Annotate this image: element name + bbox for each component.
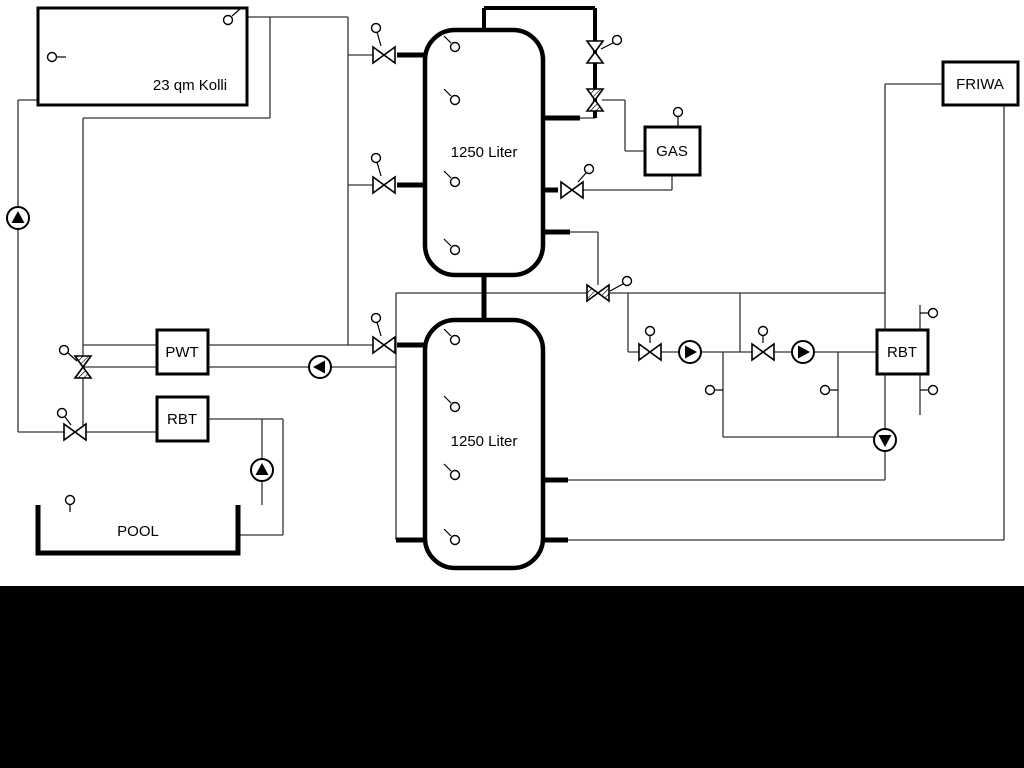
solar-collector-label: 23 qm Kolli <box>153 77 227 94</box>
buffer-tank-2-label: 1250 Liter <box>451 433 518 450</box>
three-way-valve-icon <box>73 355 93 379</box>
valve-icon <box>638 342 662 362</box>
pwt-label: PWT <box>165 344 198 361</box>
pool-label: POOL <box>117 523 159 540</box>
pump-icon <box>308 355 332 379</box>
valve-icon <box>372 175 396 195</box>
rbt-left-label: RBT <box>167 411 197 428</box>
rbt-right: RBT <box>875 328 930 376</box>
pwt-heat-exchanger: PWT <box>155 328 210 376</box>
pump-icon <box>678 340 702 364</box>
gas-boiler: GAS <box>643 125 702 177</box>
rbt-left: RBT <box>155 395 210 443</box>
friwa-outline <box>941 60 1020 107</box>
sensor-icons <box>46 8 939 546</box>
rbt-left-outline <box>155 395 210 443</box>
valve-icon <box>751 342 775 362</box>
buffer-tank-2: 1250 Liter <box>422 317 546 571</box>
valve-icon <box>585 40 605 64</box>
buffer-tank-1-outline <box>422 27 546 278</box>
valve-icon <box>560 180 584 200</box>
buffer-tank-1-label: 1250 Liter <box>451 144 518 161</box>
pool: POOL <box>35 505 241 556</box>
bottom-black-band <box>0 586 1024 768</box>
friwa-station: FRIWA <box>941 60 1020 107</box>
rbt-right-outline <box>875 328 930 376</box>
valve-icon <box>372 335 396 355</box>
pwt-outline <box>155 328 210 376</box>
buffer-tank-1: 1250 Liter <box>422 27 546 278</box>
pump-icon <box>6 206 30 230</box>
rbt-right-label: RBT <box>887 344 917 361</box>
valve-icon <box>63 422 87 442</box>
pump-icon <box>791 340 815 364</box>
pump-icon <box>250 458 274 482</box>
pool-outline <box>35 505 241 556</box>
buffer-tank-2-outline <box>422 317 546 571</box>
gas-boiler-label: GAS <box>656 143 688 160</box>
tank-port-stubs <box>396 52 580 543</box>
valve-icon <box>372 45 396 65</box>
solar-collector: 23 qm Kolli <box>36 6 249 107</box>
friwa-label: FRIWA <box>956 76 1004 93</box>
solar-collector-outline <box>36 6 249 107</box>
three-way-valve-icon <box>586 283 610 303</box>
pump-icon <box>873 428 897 452</box>
pipe-network-thin <box>17 16 1005 541</box>
gas-boiler-outline <box>643 125 702 177</box>
three-way-valve-icon <box>585 88 605 112</box>
